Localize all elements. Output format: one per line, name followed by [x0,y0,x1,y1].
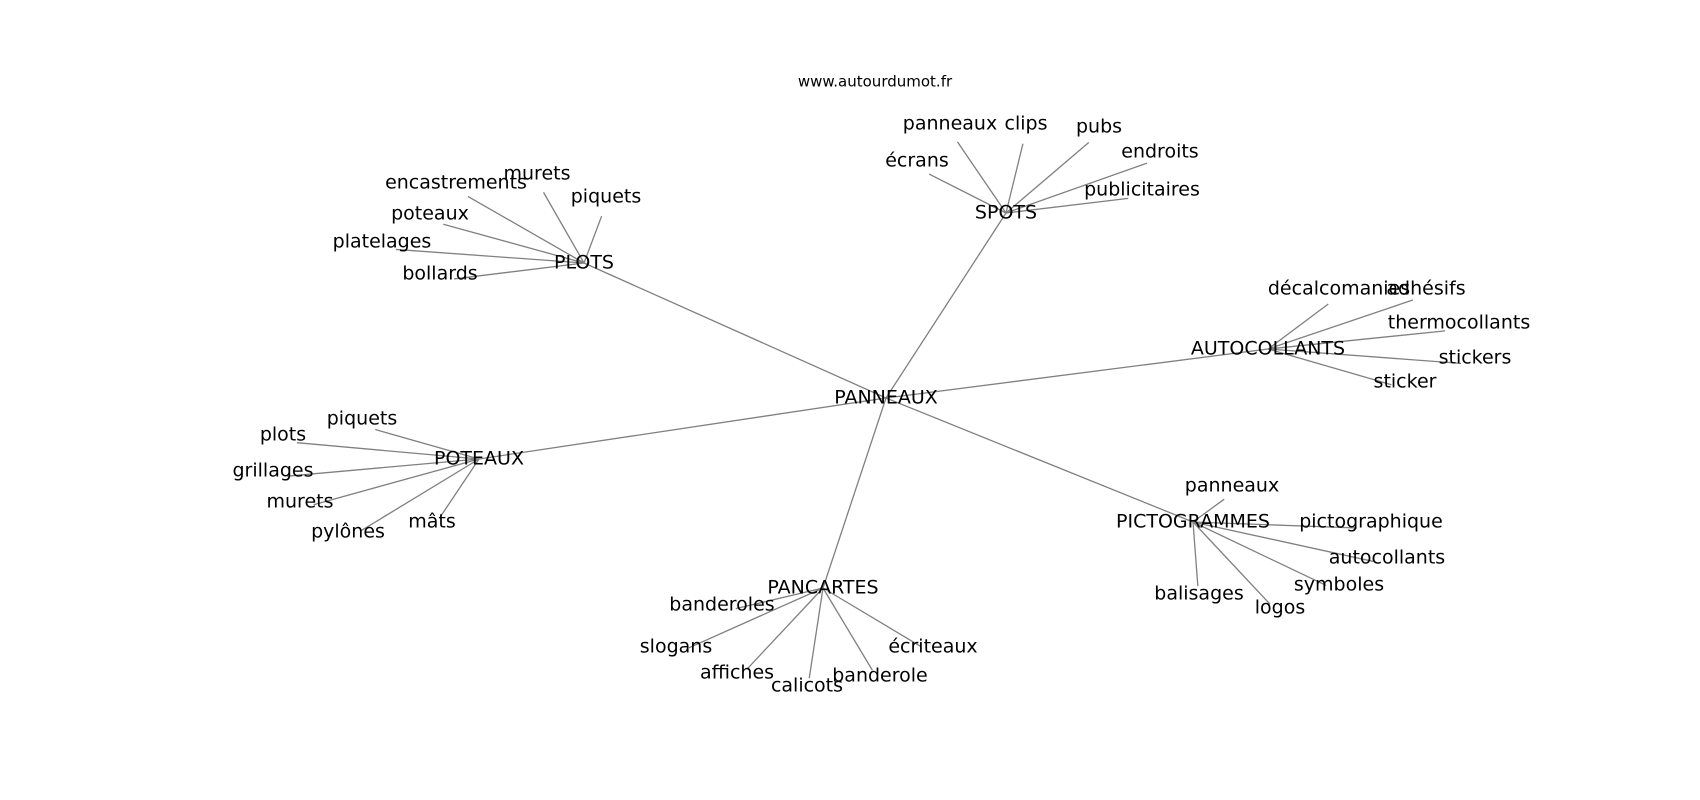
leaf-node-poteaux-grillages[interactable]: grillages [232,460,313,482]
edge-autocollants-decalcomanies [1267,303,1329,350]
leaf-node-pictogrammes-logos[interactable]: logos [1255,597,1306,619]
leaf-node-spots-pubs[interactable]: pubs [1076,116,1122,138]
edge-pictogrammes-autocollants [1192,521,1374,563]
leaf-node-spots-publicitaires[interactable]: publicitaires [1084,179,1200,201]
leaf-node-pancartes-slogans[interactable]: slogans [640,636,712,658]
edge-autocollants-sticker [1267,348,1392,386]
edge-pictogrammes-symboles [1192,521,1327,587]
edge-pictogrammes-balisages [1192,521,1199,587]
edge-center-autocollants [885,348,1269,399]
edge-spots-endroits [1005,162,1148,214]
leaf-node-pancartes-banderoles[interactable]: banderoles [669,594,774,616]
leaf-node-autocollants-thermocollants[interactable]: thermocollants [1388,312,1530,334]
leaf-node-plots-platelages[interactable]: platelages [333,231,432,253]
leaf-node-spots-panneaux[interactable]: panneaux [903,113,997,135]
edge-plots-platelages [395,248,585,264]
edge-autocollants-adhesifs [1267,299,1414,350]
edge-poteaux-piquets [375,428,480,460]
edge-spots-pubs [1005,142,1090,214]
edge-plots-bollards [453,262,585,280]
leaf-node-pictogrammes-pictographique[interactable]: pictographique [1299,511,1443,533]
edge-pancartes-slogans [688,587,824,649]
edge-center-plots [583,262,887,399]
edge-pancartes-ecriteaux [822,587,921,647]
leaf-node-pancartes-affiches[interactable]: affiches [700,662,774,684]
leaf-node-poteaux-mats[interactable]: mâts [408,511,456,533]
leaf-node-poteaux-piquets[interactable]: piquets [327,408,397,430]
leaf-node-autocollants-decalcomanies[interactable]: décalcomanies [1268,278,1410,300]
leaf-node-pictogrammes-balisages[interactable]: balisages [1154,583,1243,605]
hub-node-spots[interactable]: SPOTS [975,202,1037,224]
edge-plots-poteaux [443,223,585,264]
leaf-node-plots-poteaux[interactable]: poteaux [391,203,469,225]
edge-pictogrammes-pictographique [1192,521,1358,529]
watermark-text: www.autourdumot.fr [798,73,953,91]
leaf-node-autocollants-sticker[interactable]: sticker [1374,371,1437,393]
edges-layer [286,141,1462,679]
leaf-node-plots-encastrements[interactable]: encastrements [385,172,527,194]
labels-layer: PANNEAUX SPOTS panneaux clips pubs endroits éc… [232,113,1530,697]
edge-spots-publicitaires [1005,197,1129,214]
hub-node-plots[interactable]: PLOTS [554,252,614,274]
leaf-node-pancartes-calicots[interactable]: calicots [771,675,843,697]
hub-node-autocollants[interactable]: AUTOCOLLANTS [1191,338,1345,360]
edge-plots-encastrements [467,195,585,264]
leaf-node-plots-bollards[interactable]: bollards [402,263,477,285]
edge-pictogrammes-panneaux [1192,498,1225,523]
hub-node-poteaux[interactable]: POTEAUX [434,448,524,470]
leaf-node-plots-murets[interactable]: murets [504,163,571,185]
hub-node-pictogrammes[interactable]: PICTOGRAMMES [1116,511,1270,533]
edge-pictogrammes-logos [1192,521,1271,605]
edge-spots-ecrans [928,173,1007,214]
edge-pancartes-calicots [808,587,824,679]
edge-poteaux-mats [439,458,480,518]
leaf-node-pancartes-banderole[interactable]: banderole [832,665,927,687]
edge-center-pictogrammes [885,397,1194,523]
edge-pancartes-affiches [746,587,824,670]
edge-poteaux-grillages [286,458,480,477]
center-node-label[interactable]: PANNEAUX [834,387,938,409]
edge-pancartes-banderoles [735,587,824,610]
leaf-node-pictogrammes-autocollants[interactable]: autocollants [1329,547,1445,569]
leaf-node-pictogrammes-symboles[interactable]: symboles [1294,574,1384,596]
leaf-node-plots-piquets[interactable]: piquets [571,186,641,208]
edge-center-spots [885,212,1007,399]
edge-plots-piquets [583,215,603,264]
edge-plots-murets [542,192,585,264]
leaf-node-pancartes-ecriteaux[interactable]: écriteaux [888,636,977,658]
edge-autocollants-thermocollants [1267,330,1446,350]
leaf-node-spots-clips[interactable]: clips [1005,113,1048,135]
edge-spots-panneaux [956,141,1007,214]
leaf-node-autocollants-adhesifs[interactable]: adhésifs [1386,278,1465,300]
edge-poteaux-murets [313,458,480,506]
leaf-node-poteaux-murets[interactable]: murets [267,491,334,513]
edge-spots-clips [1005,143,1024,214]
edge-autocollants-stickers [1267,348,1462,365]
leaf-node-poteaux-plots[interactable]: plots [260,424,306,446]
leaf-node-autocollants-stickers[interactable]: stickers [1439,347,1512,369]
hub-node-pancartes[interactable]: PANCARTES [767,577,878,599]
leaf-node-spots-endroits[interactable]: endroits [1121,141,1198,163]
leaf-node-spots-ecrans[interactable]: écrans [885,150,949,172]
edge-center-pancartes [822,397,887,589]
edge-poteaux-plots [296,442,480,460]
leaf-node-poteaux-pylones[interactable]: pylônes [311,521,385,543]
edge-pancartes-banderole [822,587,873,671]
edge-center-poteaux [478,397,887,460]
edge-poteaux-pylones [359,458,480,532]
leaf-node-pictogrammes-panneaux[interactable]: panneaux [1185,475,1279,497]
